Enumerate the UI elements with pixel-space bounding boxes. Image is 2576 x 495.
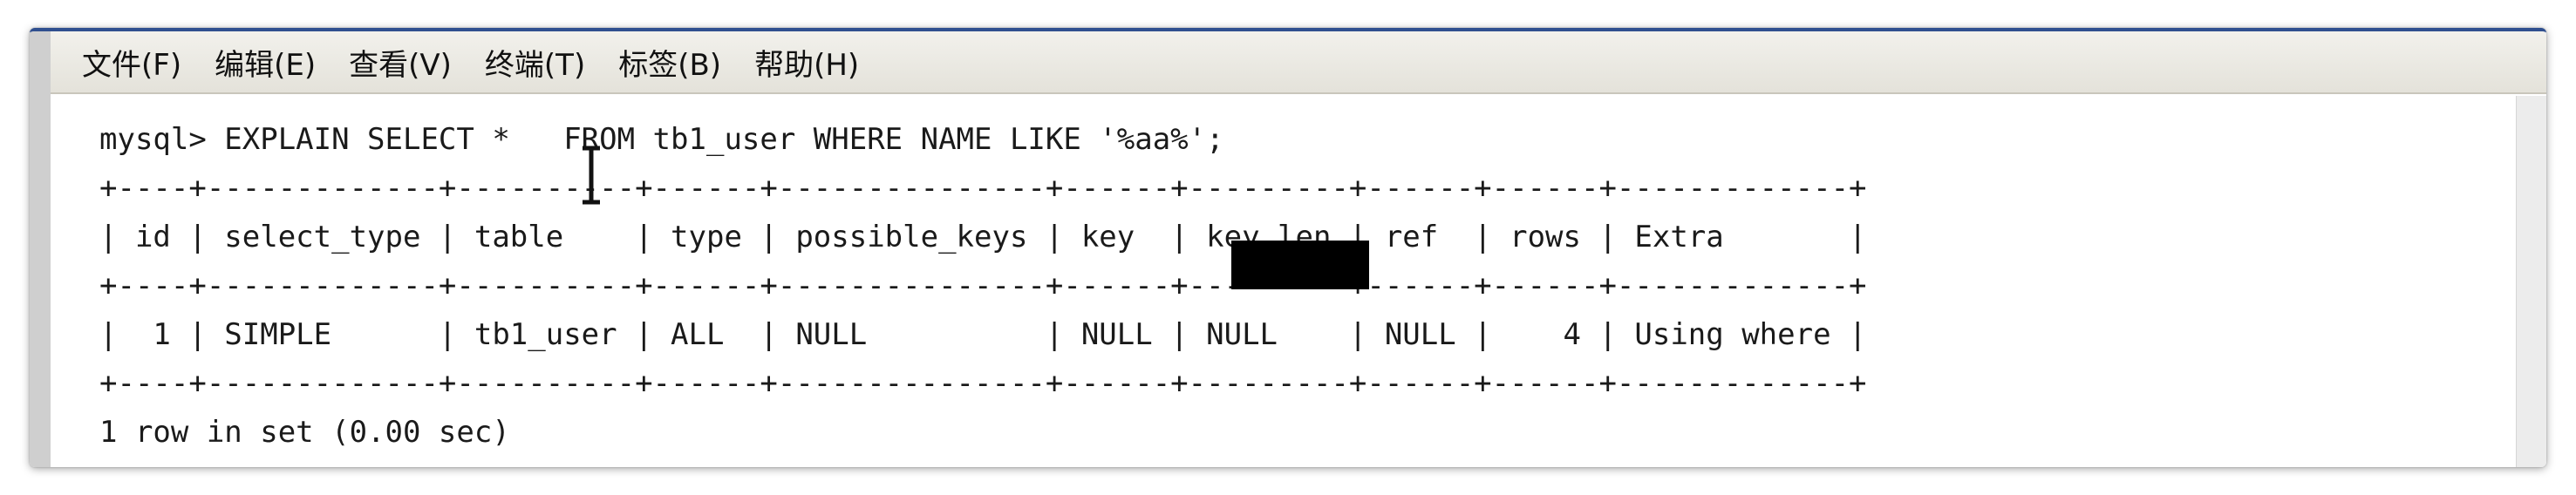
terminal-output[interactable]: mysql> EXPLAIN SELECT * FROM tb1_user WH… [51, 96, 2517, 467]
menu-file[interactable]: 文件(F) [82, 47, 182, 83]
window-left-edge [30, 31, 51, 467]
menu-view[interactable]: 查看(V) [349, 47, 452, 83]
highlight-block [1231, 241, 1369, 289]
table-border-bottom: +----+-------------+----------+------+--… [99, 366, 1867, 401]
table-data-row: | 1 | SIMPLE | tb1_user | ALL | NULL | N… [99, 317, 1867, 352]
text-cursor-icon [583, 146, 600, 205]
terminal-window: 文件(F) 编辑(E) 查看(V) 终端(T) 标签(B) 帮助(H) mysq… [30, 28, 2546, 467]
menu-tabs[interactable]: 标签(B) [618, 47, 722, 83]
table-border-middle: +----+-------------+----------+------+--… [99, 268, 1867, 303]
result-summary-line: 1 row in set (0.00 sec) [99, 415, 510, 450]
menu-bar: 文件(F) 编辑(E) 查看(V) 终端(T) 标签(B) 帮助(H) [51, 31, 2546, 94]
menu-terminal[interactable]: 终端(T) [484, 47, 586, 83]
table-border-top: +----+-------------+----------+------+--… [99, 171, 1867, 206]
menu-help[interactable]: 帮助(H) [754, 47, 860, 83]
table-header-row: | id | select_type | table | type | poss… [99, 220, 1867, 254]
command-line: mysql> EXPLAIN SELECT * FROM tb1_user WH… [99, 122, 1224, 157]
vertical-scrollbar[interactable] [2516, 96, 2546, 467]
menu-edit[interactable]: 编辑(E) [215, 47, 317, 83]
